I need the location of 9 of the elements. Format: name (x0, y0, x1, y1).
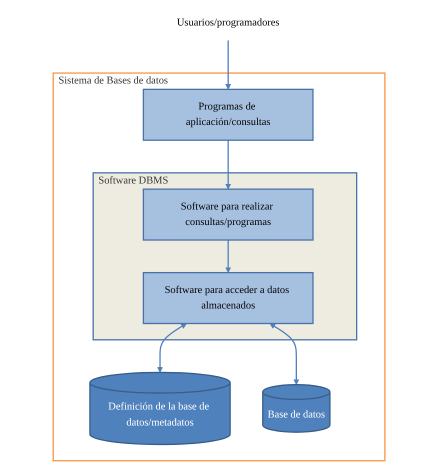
node-text: Usuarios/programadores (177, 16, 280, 28)
node-box: Programas de aplicación/consultas (143, 88, 314, 141)
node-box: Software para acceder a datos almacenados (143, 272, 314, 324)
node-box: Software para realizar consultas/programas (143, 188, 314, 241)
arrow (226, 240, 232, 273)
arrow (158, 323, 188, 373)
arrow (270, 323, 300, 385)
arrow (226, 140, 232, 190)
arrow (226, 40, 232, 90)
